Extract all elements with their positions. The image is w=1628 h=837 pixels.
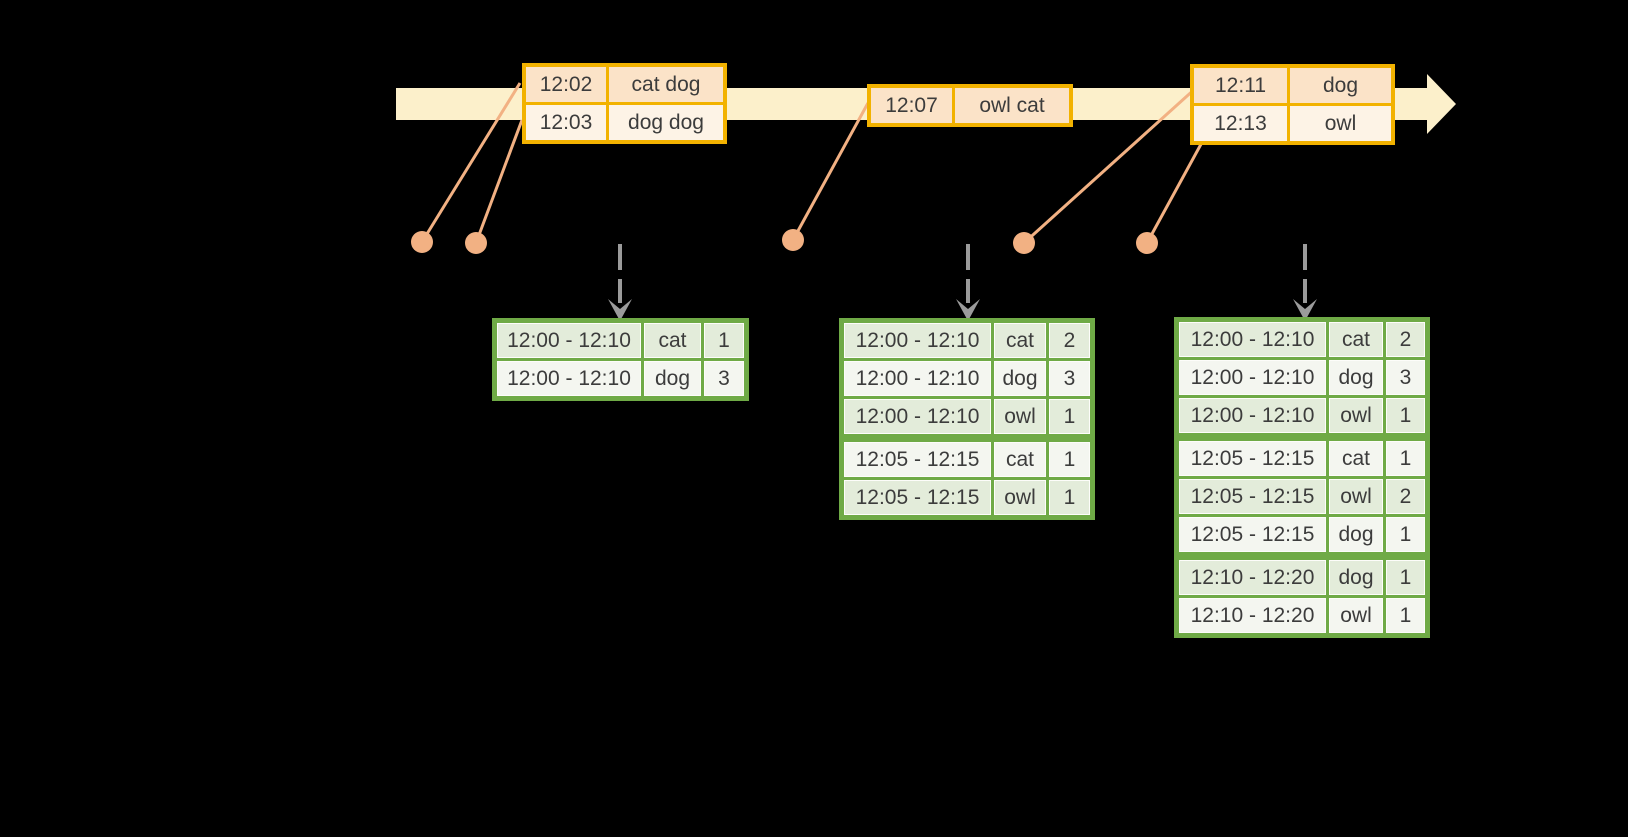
table-cell: 1 — [1386, 517, 1425, 552]
table-cell: 3 — [1049, 361, 1090, 396]
table-cell: 12:05 - 12:15 — [1179, 441, 1326, 476]
connector-line — [1022, 76, 1209, 245]
table-cell: 1 — [1049, 442, 1090, 477]
event-dot — [782, 229, 804, 251]
table-cell: 12:00 - 12:10 — [1179, 360, 1326, 395]
table-cell: 12:13 — [1194, 106, 1287, 141]
connector-line — [474, 119, 524, 244]
table-cell: 12:05 - 12:15 — [844, 480, 991, 515]
table-cell: 12:10 - 12:20 — [1179, 598, 1326, 633]
table-cell: dog — [994, 361, 1046, 396]
table-cell: owl — [1329, 398, 1383, 433]
table-cell: 1 — [1386, 441, 1425, 476]
event-dot — [411, 231, 433, 253]
table-cell: 1 — [1386, 598, 1425, 633]
table-cell: 12:00 - 12:10 — [497, 323, 641, 358]
table-cell: cat — [1329, 441, 1383, 476]
table-cell: 12:00 - 12:10 — [1179, 322, 1326, 357]
table-cell: 1 — [1386, 560, 1425, 595]
trigger-arrow-head-icon — [1293, 299, 1317, 321]
table-cell: owl — [994, 480, 1046, 515]
event-dot — [1013, 232, 1035, 254]
table-cell: 2 — [1049, 323, 1090, 358]
table-cell: cat — [994, 442, 1046, 477]
table-cell: dog dog — [609, 105, 723, 140]
table-cell: owl cat — [955, 88, 1069, 123]
table-cell: cat — [994, 323, 1046, 358]
table-cell: 12:05 - 12:15 — [1179, 517, 1326, 552]
table-cell: cat dog — [609, 67, 723, 102]
table-cell: 1 — [1049, 480, 1090, 515]
table-cell: 1 — [1386, 398, 1425, 433]
table-cell: dog — [1329, 560, 1383, 595]
table-cell: 12:00 - 12:10 — [844, 323, 991, 358]
connector-line — [791, 102, 870, 241]
table-cell: 12:03 — [526, 105, 606, 140]
table-cell: 12:00 - 12:10 — [497, 361, 641, 396]
table-cell: dog — [644, 361, 701, 396]
table-cell: 1 — [1049, 399, 1090, 434]
table-cell: 12:00 - 12:10 — [844, 399, 991, 434]
table-cell: 12:10 - 12:20 — [1179, 560, 1326, 595]
event-dot — [1136, 232, 1158, 254]
table-cell: 12:05 - 12:15 — [1179, 479, 1326, 514]
trigger-arrow-head-icon — [956, 299, 980, 321]
table-cell: 12:11 — [1194, 68, 1287, 103]
table-cell: cat — [644, 323, 701, 358]
timeline-arrowhead-icon — [1427, 74, 1456, 134]
table-cell: 12:02 — [526, 67, 606, 102]
table-cell: dog — [1329, 517, 1383, 552]
table-cell: owl — [1329, 479, 1383, 514]
event-dot — [465, 232, 487, 254]
table-cell: 12:00 - 12:10 — [1179, 398, 1326, 433]
table-cell: 12:00 - 12:10 — [844, 361, 991, 396]
table-cell: 1 — [704, 323, 744, 358]
table-cell: 3 — [1386, 360, 1425, 395]
table-cell: owl — [1329, 598, 1383, 633]
table-cell: 2 — [1386, 322, 1425, 357]
table-cell: 3 — [704, 361, 744, 396]
table-cell: owl — [1290, 106, 1391, 141]
table-cell: 12:05 - 12:15 — [844, 442, 991, 477]
trigger-arrow-head-icon — [608, 299, 632, 321]
table-cell: 12:07 — [871, 88, 952, 123]
connector-line — [420, 82, 522, 243]
table-cell: dog — [1329, 360, 1383, 395]
table-cell: dog — [1290, 68, 1391, 103]
table-cell: cat — [1329, 322, 1383, 357]
table-cell: owl — [994, 399, 1046, 434]
table-cell: 2 — [1386, 479, 1425, 514]
